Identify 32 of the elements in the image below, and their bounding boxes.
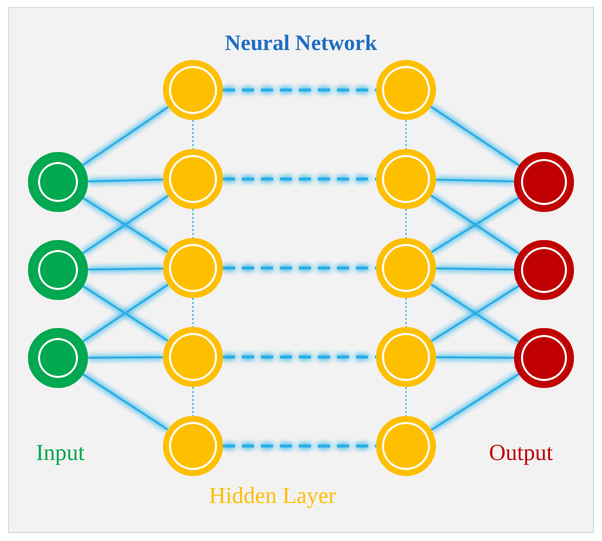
layer-label: Hidden Layer bbox=[209, 483, 336, 509]
connection-line bbox=[192, 120, 194, 149]
connection-line bbox=[405, 298, 407, 327]
neuron-circle bbox=[28, 152, 88, 212]
connection-line bbox=[436, 356, 514, 359]
connection-line bbox=[88, 267, 164, 271]
neuron-circle bbox=[28, 240, 88, 300]
connection-line bbox=[223, 444, 376, 448]
layer-label: Output bbox=[489, 440, 553, 466]
connection-line bbox=[430, 373, 520, 431]
neuron-circle bbox=[163, 238, 223, 298]
connection-line bbox=[430, 106, 520, 166]
connection-line bbox=[223, 266, 376, 270]
connection-line bbox=[223, 178, 376, 180]
connection-line bbox=[82, 374, 168, 430]
connection-line bbox=[223, 88, 376, 92]
connection-line bbox=[436, 267, 514, 271]
layer-label: Input bbox=[36, 440, 85, 466]
neuron-circle bbox=[514, 240, 574, 300]
neuron-circle bbox=[514, 328, 574, 388]
connection-line bbox=[192, 387, 194, 416]
connection-line bbox=[88, 356, 164, 359]
diagram-title: Neural Network bbox=[224, 30, 378, 56]
connection-line bbox=[405, 209, 407, 238]
connection-line bbox=[405, 387, 407, 416]
connection-line bbox=[405, 120, 407, 149]
connection-line bbox=[192, 209, 194, 238]
connection-line bbox=[436, 178, 514, 182]
connection-line bbox=[223, 356, 376, 358]
connection-line bbox=[192, 298, 194, 327]
neuron-circle bbox=[28, 328, 88, 388]
connection-line bbox=[88, 178, 164, 182]
